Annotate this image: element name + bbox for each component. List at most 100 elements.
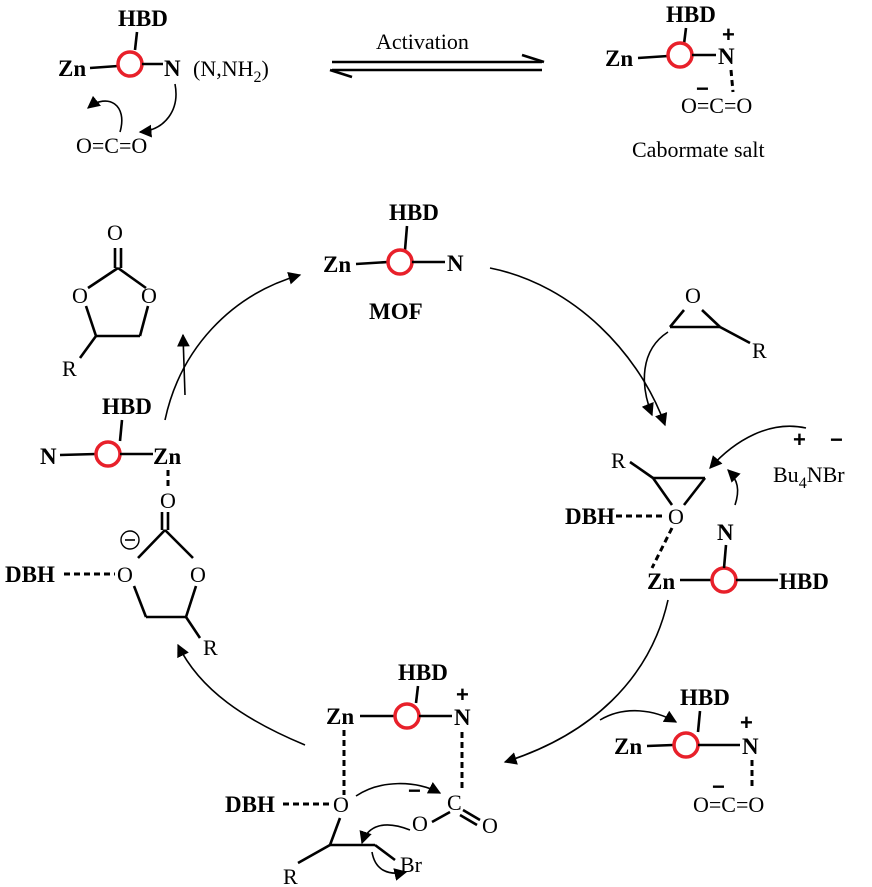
activation-reactant: HBD Zn N (N,NH2) O=C=O — [58, 6, 269, 158]
cyclic-carbonate-product: O O O R — [62, 220, 157, 381]
n-label: N — [447, 251, 464, 276]
epoxide-reactant: O R — [641, 283, 767, 417]
node-ring — [666, 41, 694, 69]
carbamate-species: HBD Zn N + − O=C=O — [599, 685, 764, 817]
attack-arrow — [138, 83, 177, 138]
epoxide-o-label: O — [668, 504, 684, 529]
cycle-arrow-3 — [177, 643, 306, 746]
dbh-label: DBH — [565, 504, 615, 529]
n-label: N — [454, 705, 471, 730]
carbamate-salt: HBD Zn N + − O=C=O Cabormate salt — [605, 2, 765, 162]
carbonyl-o-label: O — [160, 488, 176, 513]
n-attack-arrow — [727, 469, 741, 506]
ring-o-left: O — [72, 283, 88, 308]
n-bond — [722, 544, 728, 569]
carboxylate-o-label: O — [412, 811, 428, 836]
zn-label: Zn — [605, 46, 633, 71]
dbh-label: DBH — [5, 562, 55, 587]
co2-label: O=C=O — [76, 133, 147, 158]
carbamate-group: O=C=O — [681, 93, 752, 118]
hbd-label: HBD — [779, 569, 829, 594]
n-label: N — [717, 520, 734, 545]
hbd-bond — [414, 685, 420, 704]
zn-label: Zn — [323, 252, 351, 277]
epoxide-o-label: O — [685, 283, 701, 308]
carbonyl-o-label: O — [482, 813, 498, 838]
bromide-leave-arrow — [371, 851, 408, 881]
r-label: R — [752, 338, 767, 363]
zn-bond — [355, 260, 389, 266]
carbamate-salt-label: Cabormate salt — [632, 137, 765, 162]
node-ring — [116, 50, 144, 78]
ring-o-left: O — [117, 562, 133, 587]
hbd-label: HBD — [118, 6, 168, 31]
minus-charge: − — [830, 427, 843, 452]
plus-charge: + — [793, 427, 806, 452]
product-release-arrow — [176, 333, 190, 396]
dbh-label: DBH — [225, 792, 275, 817]
carbamate-entry-arrow — [599, 709, 678, 723]
mof-label: MOF — [369, 299, 423, 324]
n-nh2-label: (N,NH2) — [193, 56, 269, 86]
carboxylate-c-label: C — [447, 790, 462, 815]
r-label: R — [203, 635, 218, 660]
alkoxide-o-label: O — [333, 792, 349, 817]
minus-charge: − — [712, 774, 725, 799]
n-label: N — [40, 444, 57, 469]
zn-label: Zn — [614, 734, 642, 759]
node-ring — [94, 440, 122, 468]
zn-bond — [637, 54, 669, 60]
ring-o-right: O — [141, 283, 157, 308]
node-ring — [710, 566, 738, 594]
zn-bond — [646, 743, 674, 748]
zn-label: Zn — [58, 56, 86, 81]
hbd-label: HBD — [680, 685, 730, 710]
n-label: N — [718, 44, 735, 69]
cycle-arrow-1 — [489, 267, 668, 427]
node-ring — [393, 702, 421, 730]
hbd-bond — [682, 27, 688, 45]
hbd-bond — [696, 710, 702, 733]
epoxide-activation-intermediate: R O DBH Zn HBD N + − Bu4NBr — [565, 425, 845, 594]
bromide-attack-arrow — [709, 425, 807, 469]
n-c-bond — [729, 69, 735, 93]
carbonyl-o-label: O — [107, 220, 123, 245]
ring-closure-arrow — [359, 824, 411, 845]
n-label: N — [742, 734, 759, 759]
zn-o-coord — [650, 527, 674, 569]
cycle-arrow-2 — [503, 599, 669, 765]
zn-bond — [89, 64, 119, 70]
activation-label: Activation — [376, 29, 469, 54]
hbd-label: HBD — [666, 2, 716, 27]
hbd-label: HBD — [102, 394, 152, 419]
r-label: R — [283, 864, 298, 887]
bu4nbr-label: Bu4NBr — [773, 462, 845, 492]
r-label: R — [611, 448, 626, 473]
n-bond — [59, 452, 97, 457]
ring-o-right: O — [190, 562, 206, 587]
zn-label: Zn — [326, 704, 354, 729]
plus-charge: + — [740, 710, 753, 735]
node-ring — [386, 248, 414, 276]
carbamate-group: O=C=O — [693, 792, 764, 817]
bound-carbonate-intermediate: HBD N Zn O DBH O O R — [5, 394, 218, 660]
hbd-bond — [403, 225, 409, 251]
zn-label: Zn — [153, 444, 181, 469]
plus-charge: + — [722, 22, 735, 47]
plus-charge: + — [456, 682, 469, 707]
n-label: N — [164, 56, 181, 81]
o-attack-arrow — [355, 782, 442, 797]
hbd-label: HBD — [389, 200, 439, 225]
mof-catalyst: HBD Zn N MOF — [323, 200, 464, 324]
cycle-arrow-4 — [164, 272, 302, 421]
r-label: R — [62, 356, 77, 381]
zn-label: Zn — [647, 569, 675, 594]
epoxide-approach-arrow — [641, 331, 669, 417]
hbd-label: HBD — [398, 660, 448, 685]
hbd-bond — [118, 419, 124, 442]
minus-charge: − — [408, 778, 421, 803]
activation-equilibrium: Activation — [329, 29, 545, 79]
hbd-bond — [133, 31, 139, 51]
node-ring — [672, 731, 700, 759]
